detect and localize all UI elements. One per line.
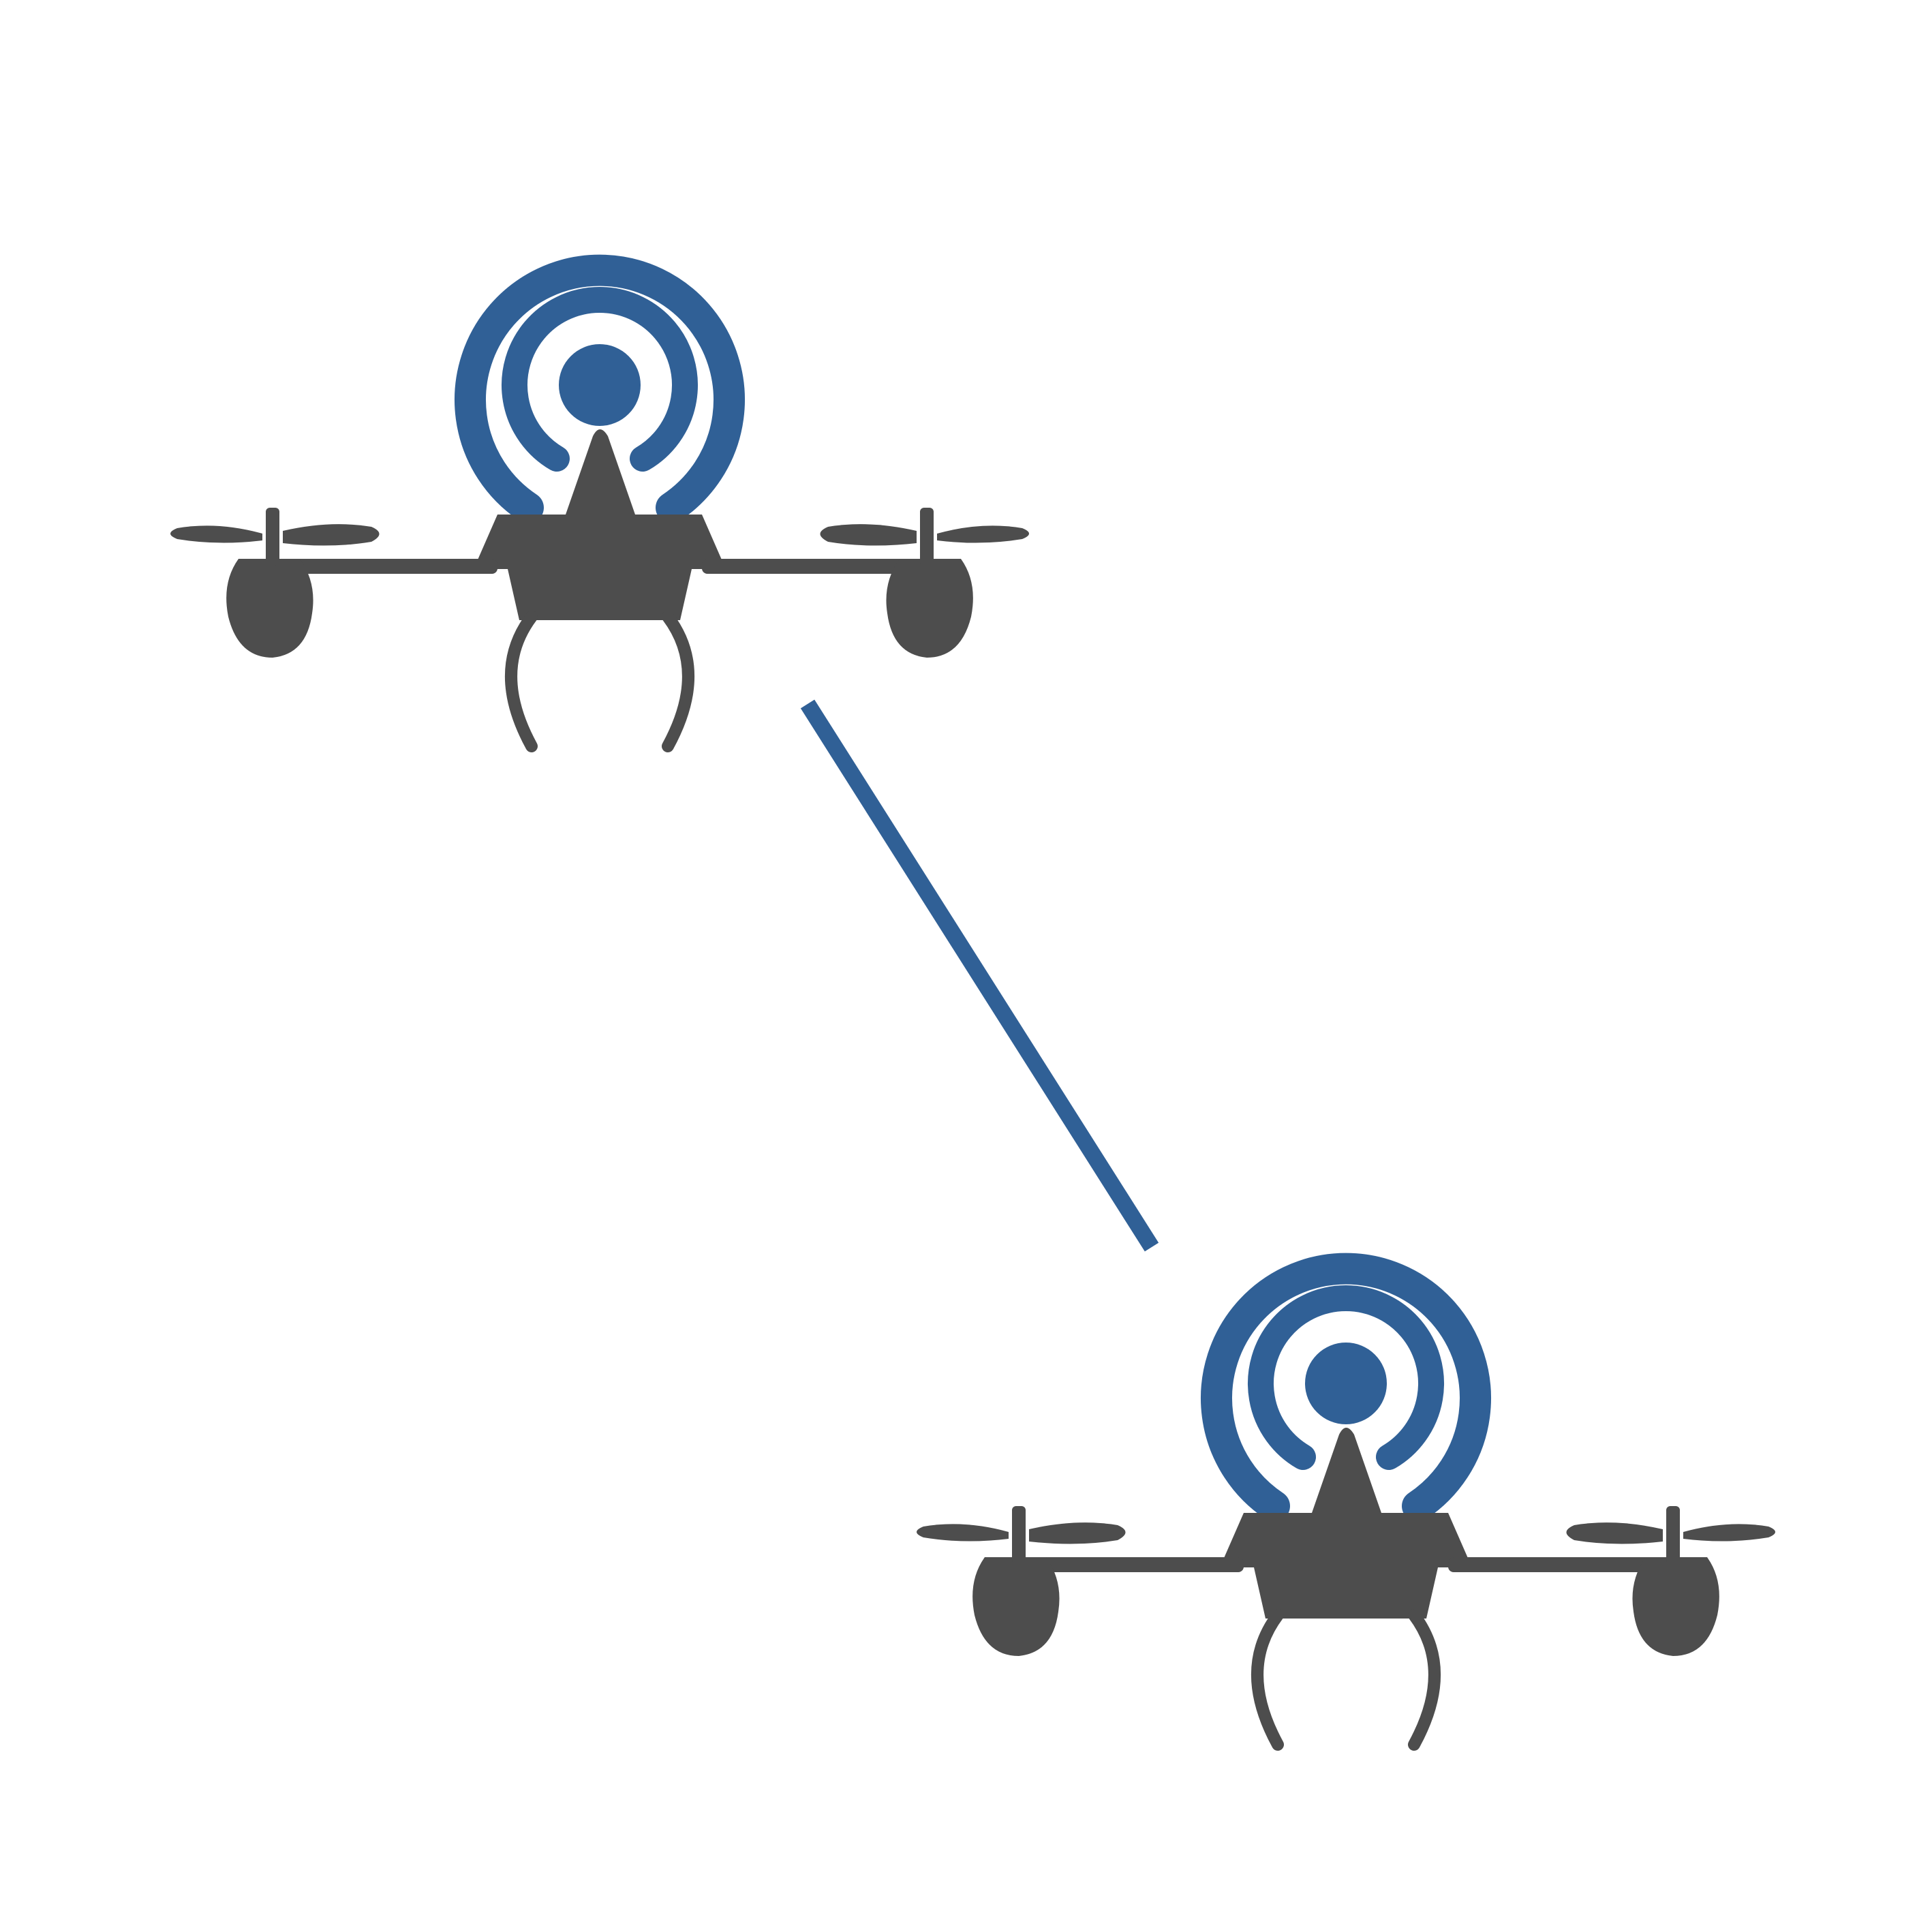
drone-icon bbox=[170, 270, 1029, 746]
drone-link-line bbox=[800, 699, 1159, 1252]
drone-icon bbox=[917, 1268, 1775, 1745]
